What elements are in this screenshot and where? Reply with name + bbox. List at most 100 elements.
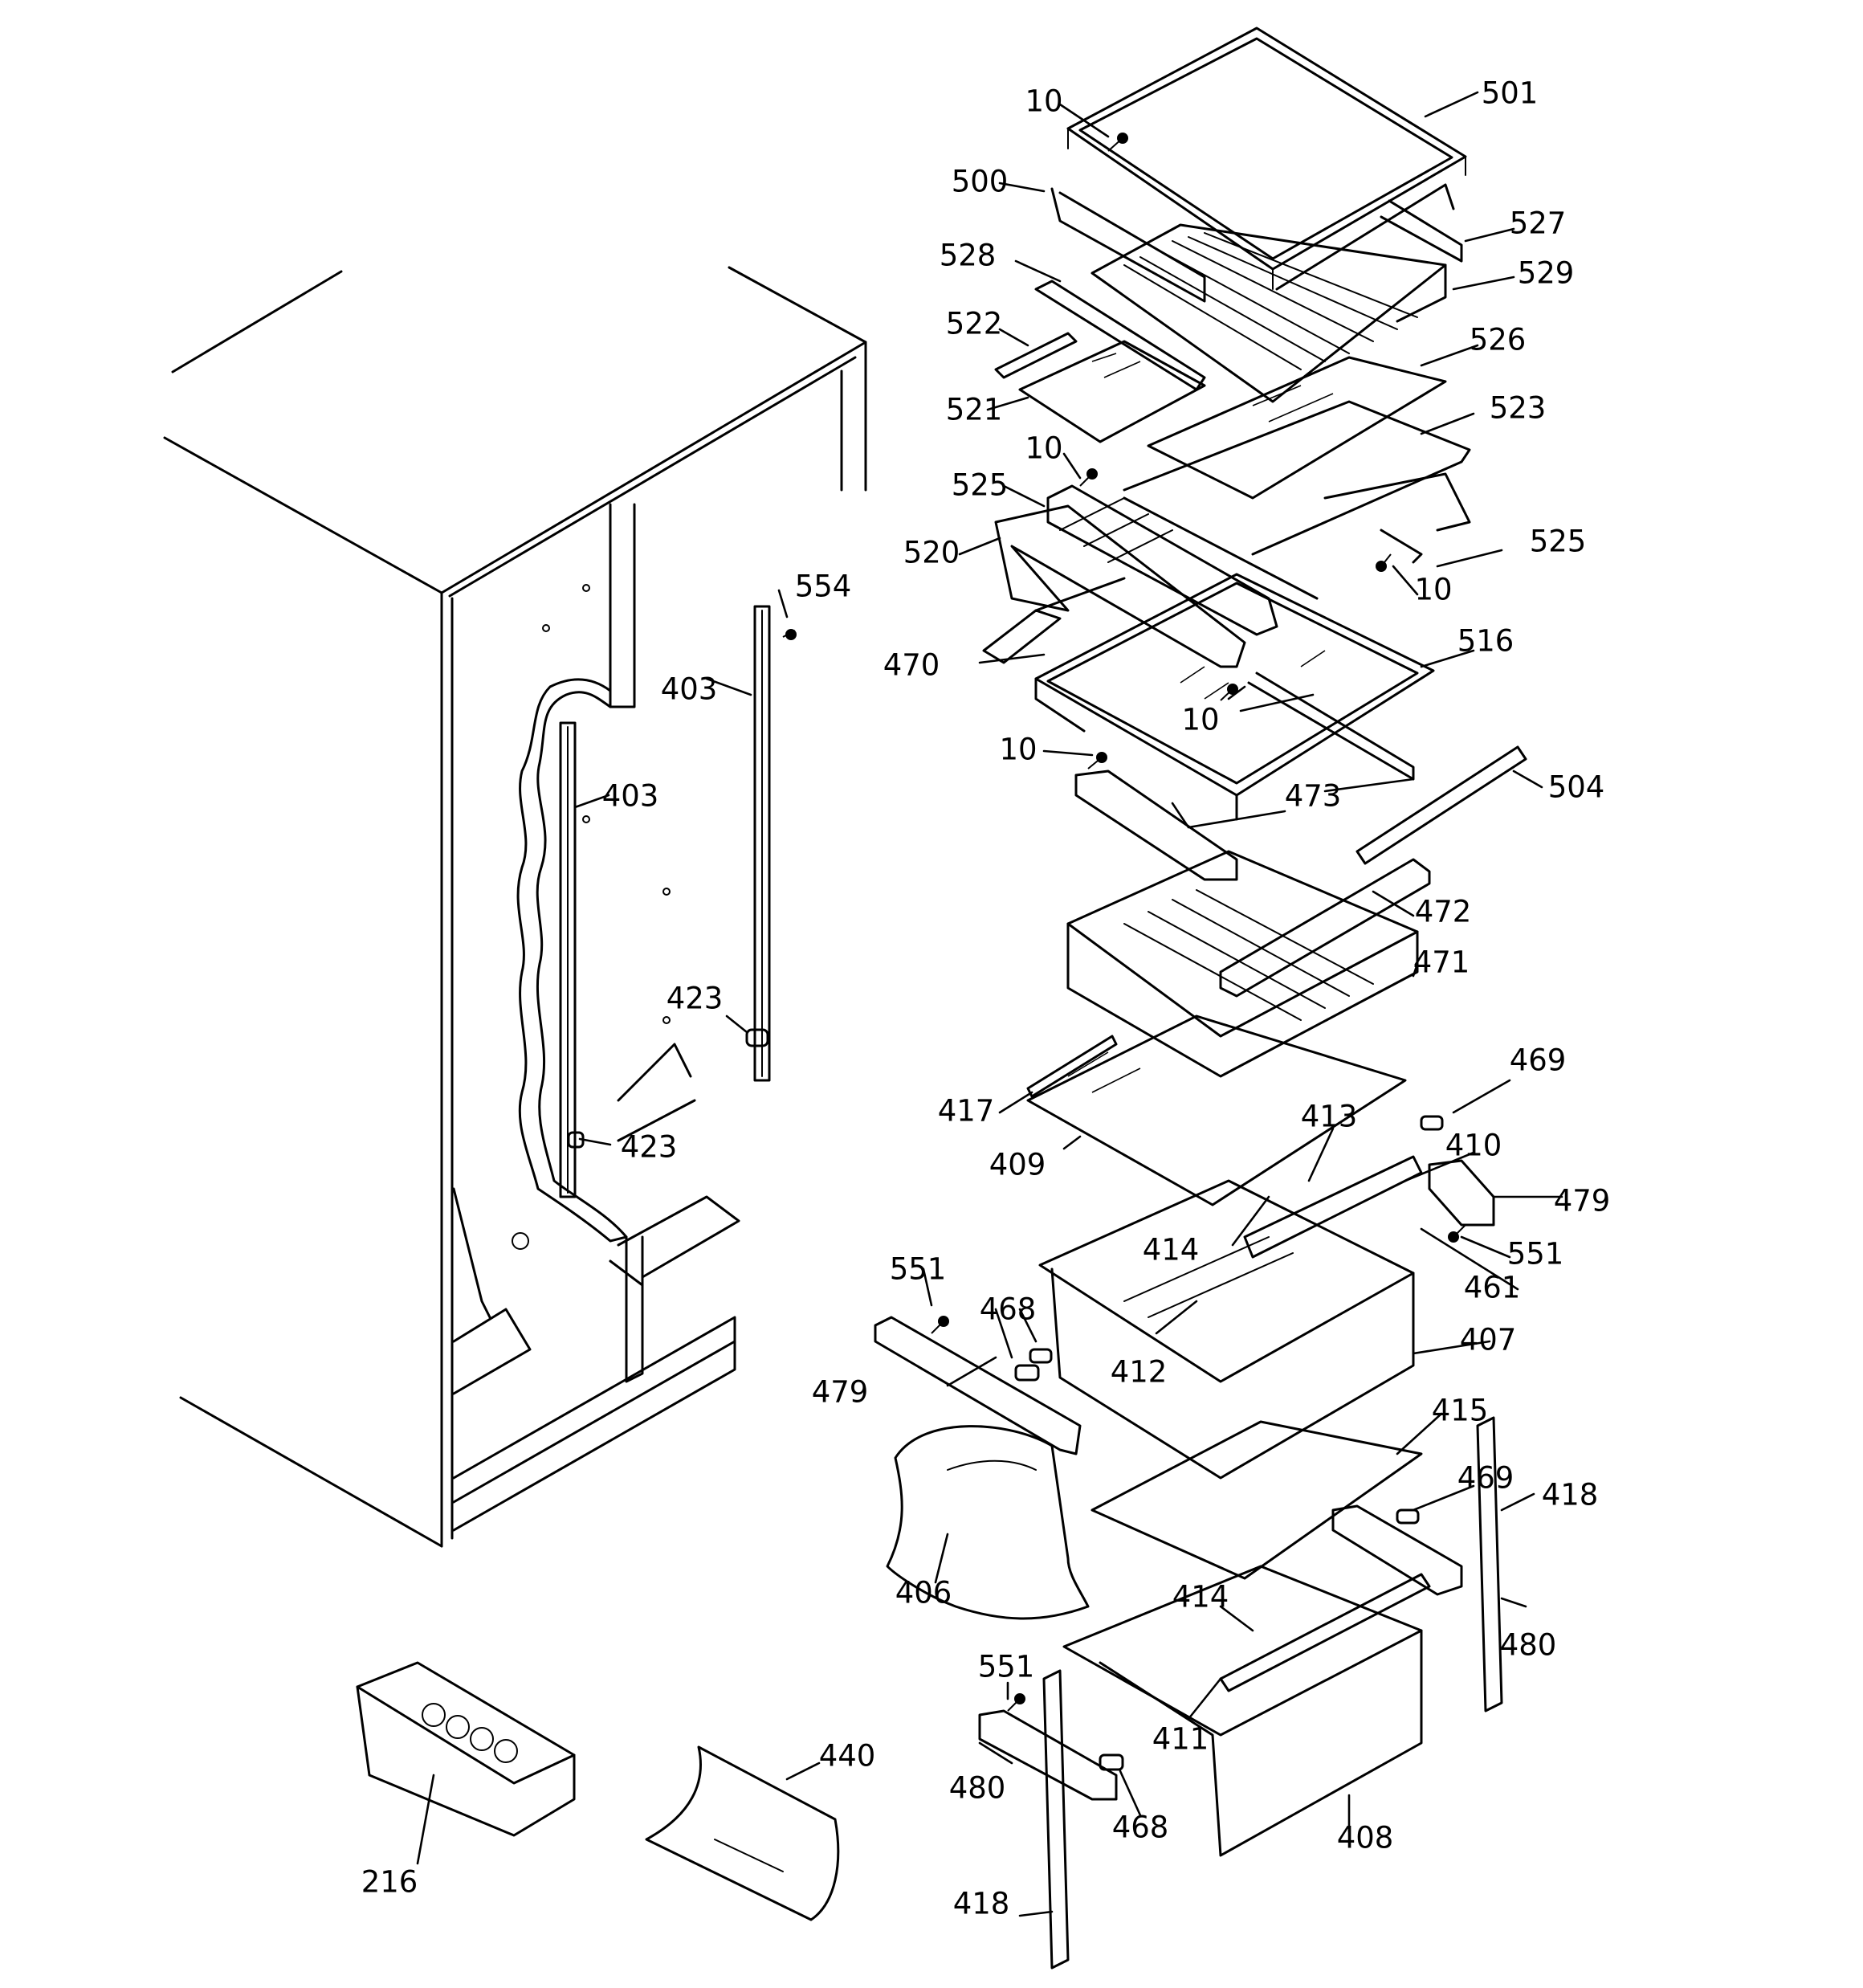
callout-label: 411 <box>1152 1722 1209 1757</box>
callout-label: 10 <box>1181 703 1219 737</box>
callout-label: 403 <box>602 779 659 814</box>
screw-10 <box>1079 133 1392 769</box>
callout-label: 412 <box>1111 1355 1168 1390</box>
callout-label: 414 <box>1143 1233 1200 1268</box>
callout-label: 500 <box>952 165 1009 199</box>
pan-cover-472 <box>1219 858 1431 998</box>
callout-label: 501 <box>1482 76 1539 111</box>
stop-468 <box>1014 1348 1124 1771</box>
trim-418-left <box>1042 1669 1070 1970</box>
callout-label: 10 <box>1414 573 1452 607</box>
callout-label: 473 <box>1285 779 1342 814</box>
callout-label: 470 <box>883 648 940 683</box>
cover-440 <box>645 1745 840 1921</box>
shelf-rail-403-left <box>559 721 577 1198</box>
stop-469 <box>1396 1115 1444 1525</box>
refrigerator-cabinet <box>163 266 867 1548</box>
callout-label: 480 <box>1500 1628 1557 1663</box>
callout-label: 527 <box>1510 206 1567 241</box>
slide-480-left <box>978 1709 1118 1801</box>
callout-label: 423 <box>667 982 724 1016</box>
callout-label: 410 <box>1445 1129 1502 1163</box>
callout-label: 10 <box>1025 84 1062 119</box>
callout-label: 418 <box>1542 1478 1599 1512</box>
callout-label: 414 <box>1172 1580 1229 1614</box>
shelf-525-right <box>1323 472 1471 564</box>
shelf-520 <box>994 497 1246 668</box>
callout-label: 520 <box>903 536 960 570</box>
wire-basket-529 <box>1090 223 1447 403</box>
rail-504 <box>1355 745 1527 865</box>
trim-418-right <box>1476 1416 1503 1712</box>
glass-409 <box>1026 1014 1407 1206</box>
callout-label: 415 <box>1432 1394 1489 1428</box>
callout-label: 468 <box>1112 1810 1169 1845</box>
callout-label: 408 <box>1337 1821 1394 1855</box>
shelf-frame-523 <box>1123 400 1471 556</box>
callout-label: 529 <box>1518 256 1575 291</box>
callout-label: 417 <box>938 1094 995 1129</box>
divider-410 <box>1243 1155 1423 1259</box>
shelf-516 <box>1034 573 1435 821</box>
leader-lines <box>416 91 1563 1917</box>
callout-label: 406 <box>895 1576 952 1610</box>
slide-rail-473 <box>1247 672 1415 781</box>
callout-label: 554 <box>795 569 852 604</box>
callout-label: 423 <box>621 1130 678 1165</box>
callout-label: 522 <box>946 307 1003 341</box>
tray-216 <box>356 1661 576 1837</box>
callout-label: 471 <box>1413 945 1470 980</box>
callout-label: 10 <box>1025 431 1062 466</box>
callout-label: 469 <box>1457 1461 1514 1496</box>
slide-rail-527 <box>1380 199 1463 263</box>
callout-label: 551 <box>1507 1237 1564 1272</box>
shelf-525 <box>1046 484 1319 636</box>
callout-label: 440 <box>819 1739 876 1774</box>
support-470 <box>982 577 1126 664</box>
pan-471 <box>1066 850 1419 1078</box>
callout-label: 523 <box>1490 391 1547 426</box>
callout-label: 461 <box>1464 1271 1521 1305</box>
glass-415 <box>1090 1420 1423 1580</box>
callout-label: 10 <box>999 733 1037 767</box>
callout-label: 479 <box>812 1375 869 1410</box>
screw-554 <box>782 629 797 640</box>
callout-label: 525 <box>952 468 1009 503</box>
drawer-front-406 <box>886 1425 1090 1620</box>
slide-480-right <box>1331 1504 1463 1596</box>
shelf-rail-403-right <box>753 605 771 1082</box>
slide-479-left <box>874 1316 1082 1455</box>
screw-551 <box>931 1224 1466 1712</box>
callout-label: 469 <box>1510 1043 1567 1078</box>
callout-label: 468 <box>980 1292 1037 1327</box>
callout-label: 407 <box>1460 1323 1517 1357</box>
divider-411 <box>1219 1573 1431 1692</box>
callout-label: 528 <box>940 239 997 273</box>
callout-label: 409 <box>989 1148 1046 1182</box>
slide-479-right <box>1428 1159 1495 1227</box>
callout-label: 504 <box>1548 770 1605 805</box>
callout-label: 472 <box>1415 895 1472 929</box>
callout-label: 480 <box>949 1771 1006 1806</box>
pan-408 <box>1062 1565 1423 1857</box>
callout-label: 525 <box>1530 525 1587 559</box>
pan-407 <box>1038 1179 1415 1480</box>
callout-label: 526 <box>1470 323 1527 357</box>
callout-label: 521 <box>946 393 1003 427</box>
trim-522 <box>994 332 1078 379</box>
callout-label: 216 <box>361 1865 418 1900</box>
callout-labels: 10 501 500 527 528 529 522 526 521 523 1… <box>361 76 1611 1921</box>
callout-label: 413 <box>1301 1100 1358 1134</box>
callout-label: 418 <box>953 1887 1010 1921</box>
callout-label: 403 <box>661 672 718 707</box>
callout-label: 516 <box>1457 624 1514 659</box>
shelf-501 <box>1066 27 1467 290</box>
glass-526 <box>1147 356 1447 500</box>
glass-521 <box>1018 340 1206 443</box>
callout-label: 551 <box>978 1650 1035 1684</box>
side-bracket-473 <box>1074 769 1238 881</box>
callout-label: 551 <box>890 1252 947 1287</box>
trim-528 <box>1034 280 1206 391</box>
callout-label: 479 <box>1554 1184 1611 1219</box>
